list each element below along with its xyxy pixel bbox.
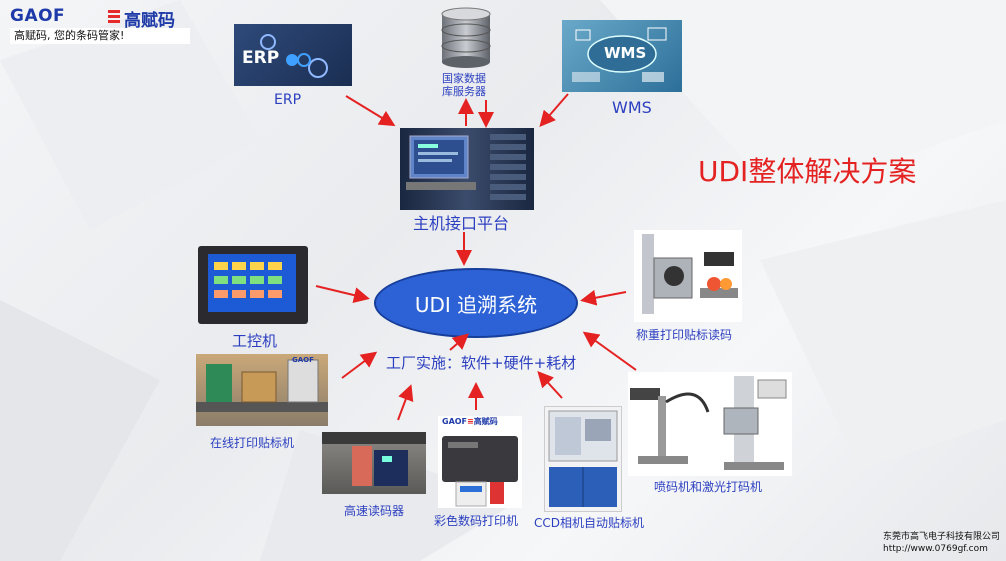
inline-brand: GAOF [292, 356, 314, 364]
arrow-erp-to-host [345, 95, 396, 127]
arrow-inline-to-factory [341, 351, 378, 379]
footer-company: 东莞市高飞电子科技有限公司 [882, 532, 1000, 542]
ccd-machine-icon [548, 410, 618, 507]
erp-label: ERP [274, 92, 302, 108]
conveyor-icon [196, 359, 328, 412]
inkjet-label: 喷码机和激光打码机 [654, 480, 763, 494]
logo-e-mark-icon [108, 10, 120, 24]
erp-icon-text: ERP [242, 48, 280, 68]
brand-logo: GAOF 高赋码 高赋码, 您的条码管家! [10, 6, 190, 44]
page-title: UDI整体解决方案 [698, 155, 917, 188]
erp-image: ERP [234, 24, 352, 86]
logo-tagline: 高赋码, 您的条码管家! [10, 28, 190, 44]
core-label: UDI 追溯系统 [414, 292, 538, 317]
server-rack-icon [406, 134, 526, 200]
color-printer-brand: GAOF≡高赋码 [442, 417, 498, 426]
arrow-ccd-to-factory [537, 371, 563, 399]
printer-icon [442, 436, 518, 507]
arrow-factory-to-core [449, 333, 470, 351]
factory-label: 工厂实施：软件+硬件+耗材 [386, 354, 577, 372]
color-printer-label: 彩色数码打印机 [434, 514, 519, 528]
ipc-label: 工控机 [232, 332, 278, 350]
color-printer-brand-cn: 高赋码 [473, 417, 498, 426]
scanner-label: 高速读码器 [344, 504, 405, 518]
inline-label: 在线打印贴标机 [210, 436, 295, 450]
erp-gear-icon [260, 34, 328, 78]
label-applicator-icon [642, 234, 738, 314]
scanner-image [322, 432, 426, 494]
arrow-ipc-to-core [315, 285, 370, 303]
db-label: 国家数据 库服务器 [442, 72, 486, 98]
weigh-label: 称重打印贴标读码 [636, 328, 733, 342]
touch-screen-icon [208, 254, 296, 312]
footer-url[interactable]: http://www.0769gf.com [882, 544, 988, 554]
host-server-image [400, 128, 534, 210]
arrow-weigh-to-core [580, 289, 627, 306]
footer: 东莞市高飞电子科技有限公司 http://www.0769gf.com [883, 531, 1000, 555]
wms-label: WMS [612, 98, 652, 117]
db-label-line1: 国家数据 [442, 72, 486, 85]
wms-icon-text: WMS [604, 44, 647, 62]
database-icon [441, 7, 491, 68]
ccd-image [544, 406, 622, 512]
ccd-label: CCD相机自动贴标机 [534, 516, 644, 530]
udi-trace-system-node: UDI 追溯系统 [374, 268, 578, 338]
inkjet-laser-image [628, 372, 792, 476]
arrow-wms-to-host [539, 93, 569, 128]
color-printer-brand-en: GAOF [442, 417, 468, 426]
marking-machine-icon [630, 376, 787, 470]
db-label-line2: 库服务器 [442, 85, 486, 98]
weigh-image [634, 230, 742, 322]
logo-brand-cn: 高赋码 [124, 11, 175, 31]
arrow-inkjet-to-core [582, 331, 637, 371]
wms-cloud-icon [572, 27, 667, 82]
inline-printer-image: GAOF [196, 354, 328, 426]
wms-image: WMS [562, 20, 682, 92]
ipc-image [198, 246, 308, 324]
logo-brand-text: GAOF [10, 6, 66, 26]
host-label: 主机接口平台 [413, 214, 510, 233]
color-printer-image: GAOF≡高赋码 [438, 416, 522, 508]
arrow-scanner-to-factory [397, 384, 414, 421]
barcode-reader-icon [322, 432, 426, 486]
